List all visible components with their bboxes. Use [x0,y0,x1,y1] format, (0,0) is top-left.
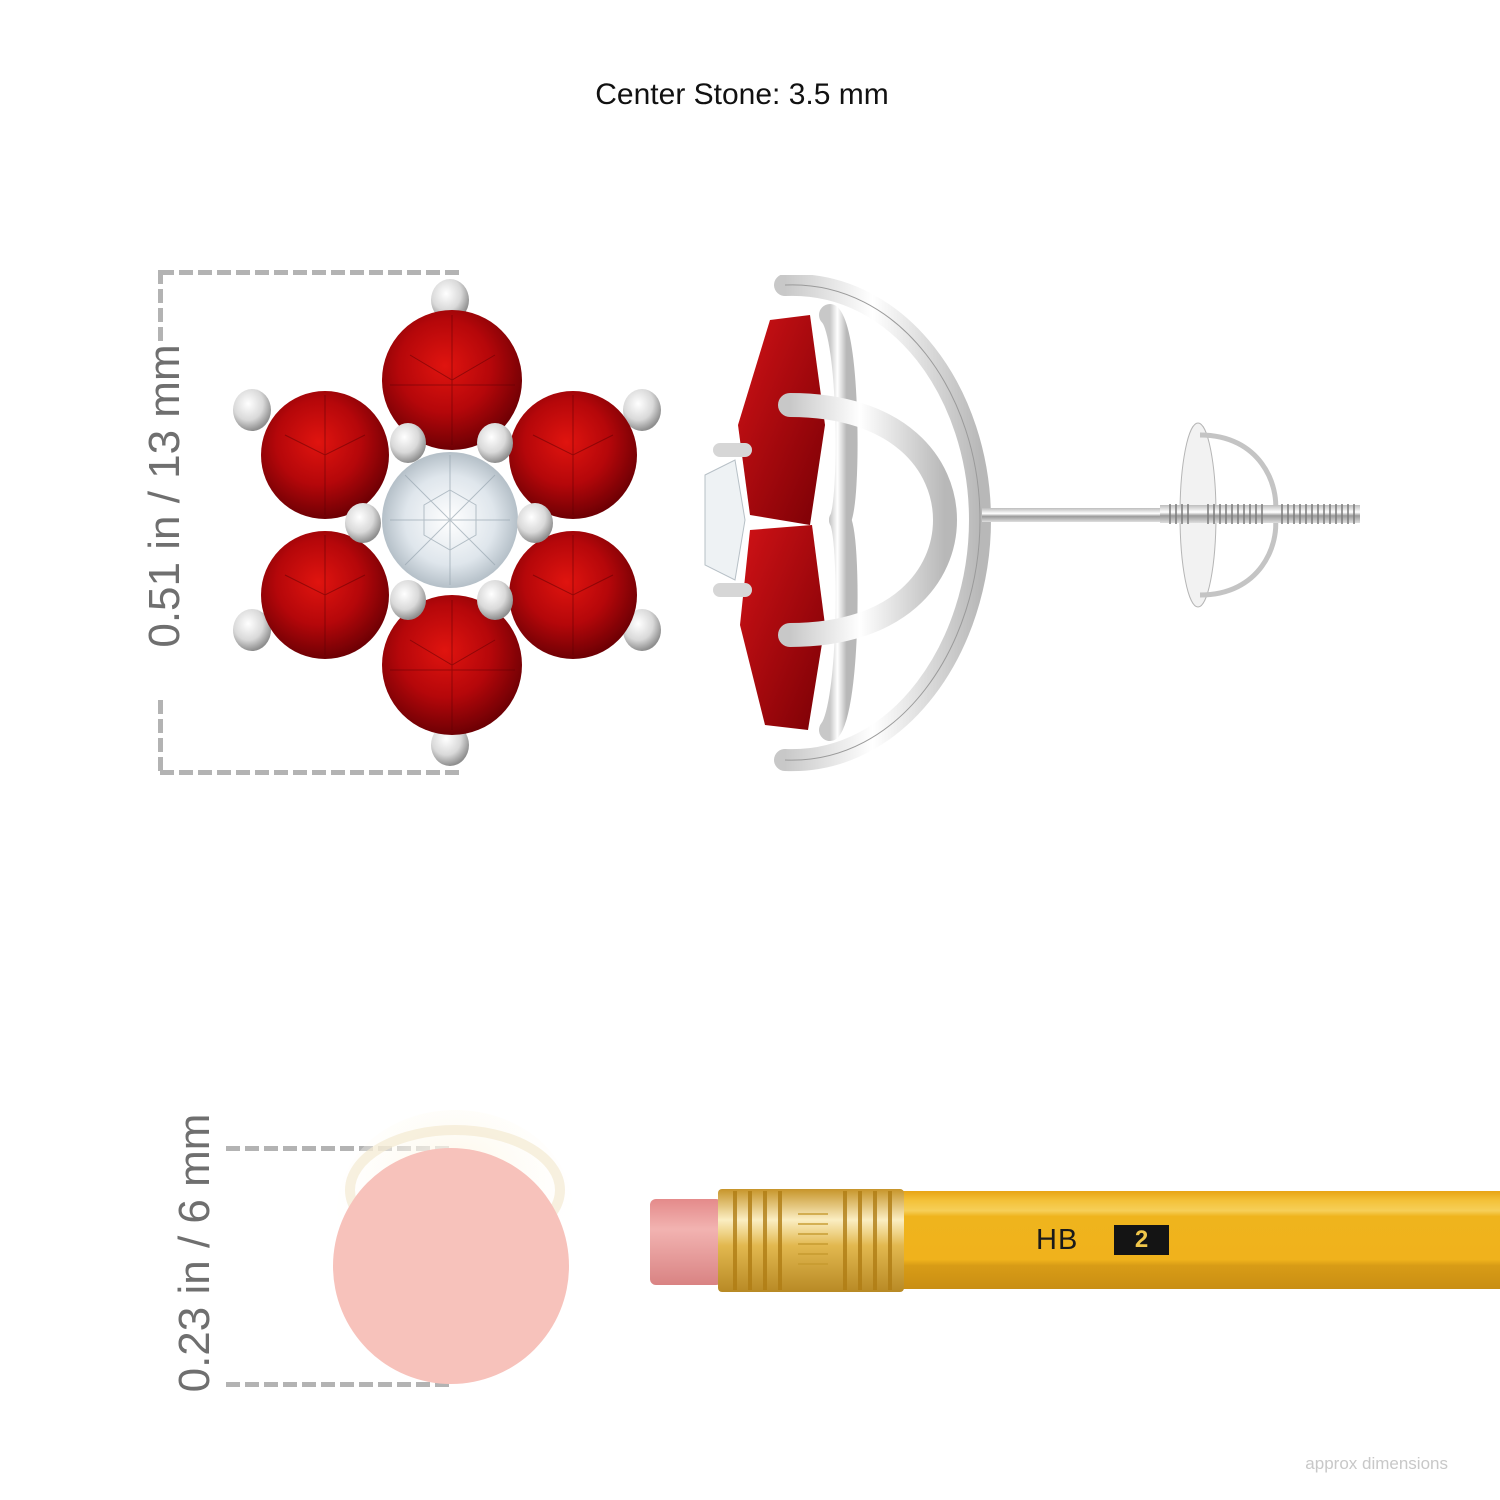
earring-side-view [700,275,1380,775]
earring-front-view [230,275,680,775]
pencil-eraser [650,1199,722,1285]
eraser-top-view [330,1100,590,1390]
flower-earring-icon [233,279,661,766]
earring-profile-icon [704,275,1360,772]
dimension-bracket-left-top [158,270,163,342]
dimension-bracket-bottom [160,770,460,775]
pencil-number-label: 2 [1114,1225,1169,1255]
eraser-dimension-bottom [226,1382,452,1387]
eraser-diameter-label: 0.23 in / 6 mm [170,1113,219,1393]
pencil-body [900,1191,1500,1289]
center-stone-title: Center Stone: 3.5 mm [595,78,889,111]
approx-dimensions-note: approx dimensions [1305,1454,1448,1473]
ruby-petals [261,310,637,735]
eraser-surface [333,1148,569,1384]
earring-height-label: 0.51 in / 13 mm [140,344,189,648]
pencil-grade-label: HB [1036,1224,1079,1256]
inner-prongs [345,423,553,620]
pencil [650,1189,1500,1292]
earring-post [982,508,1162,522]
dimension-bracket-left-bottom [158,700,163,775]
dimension-bracket-top [160,270,460,275]
eraser-circle-icon [333,1110,573,1384]
eraser-dimension-top [226,1146,452,1151]
pencil-icon [650,1189,1500,1292]
